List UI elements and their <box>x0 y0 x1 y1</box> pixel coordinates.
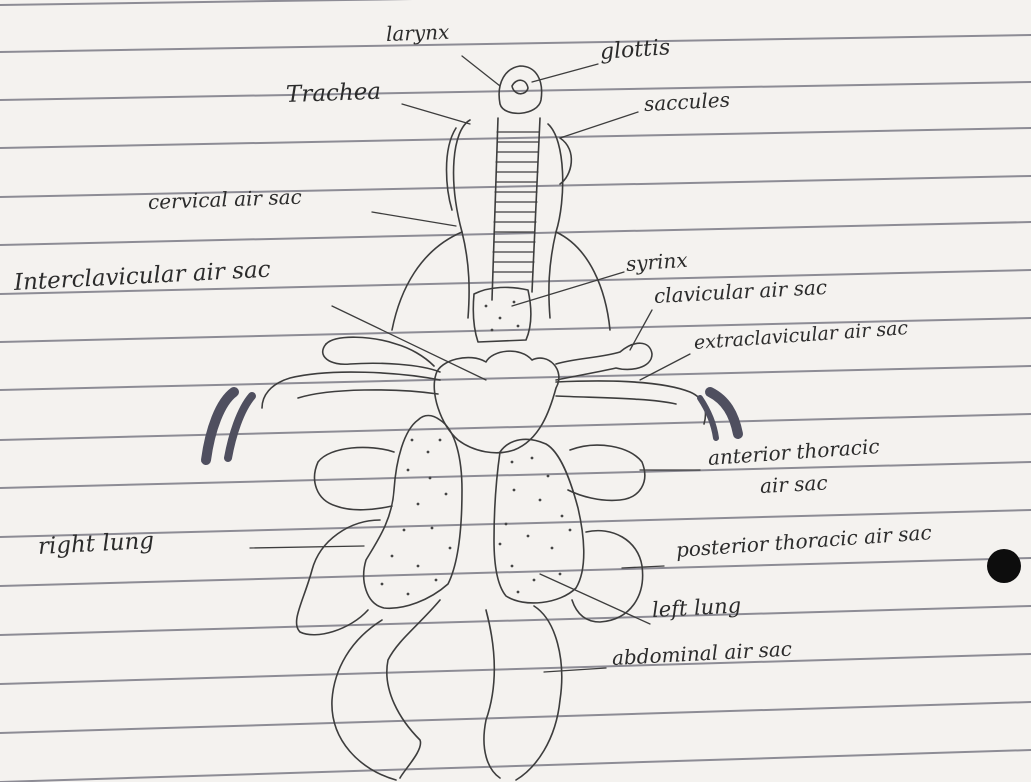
left-lung-shape <box>494 439 584 603</box>
extraclavicular-air-sac-shape <box>262 372 705 424</box>
trachea-shape <box>492 118 540 300</box>
hole-punch <box>987 549 1021 583</box>
abdominal-air-sac-shape <box>332 600 562 780</box>
label-saccules: saccules <box>643 88 730 116</box>
label-syrinx: syrinx <box>625 248 688 276</box>
posterior-thoracic-air-sac-shape <box>297 520 643 635</box>
anterior-thoracic-air-sac-shape <box>315 445 645 510</box>
syrinx-shape <box>473 287 531 342</box>
label-trachea: Trachea <box>286 79 382 108</box>
pointer-lines <box>250 56 700 672</box>
right-lung-shape <box>364 416 462 609</box>
label-left-lung: left lung <box>651 593 741 622</box>
label-anterior-thoracic-air-sac: air sac <box>759 470 828 498</box>
label-glottis: glottis <box>599 35 671 65</box>
lung-stipple <box>381 301 572 596</box>
wing-bone-shading <box>206 392 738 460</box>
label-larynx: larynx <box>386 20 450 46</box>
larynx-shape <box>499 66 542 113</box>
